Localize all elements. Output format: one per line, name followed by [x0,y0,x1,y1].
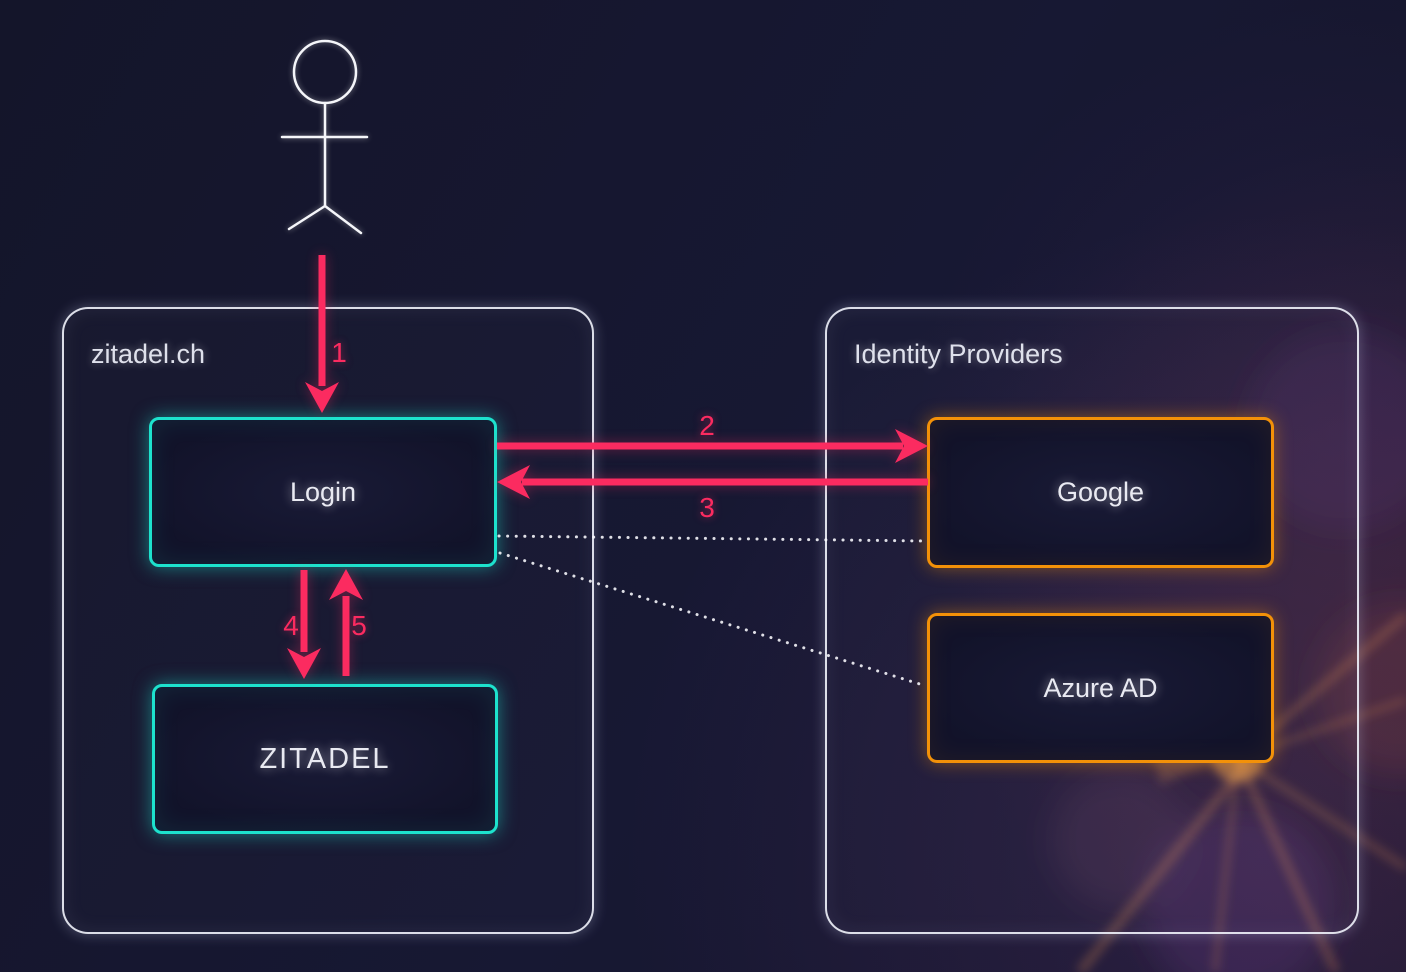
node-google-label: Google [1056,477,1145,507]
node-login-label: Login [289,476,357,507]
group-identity-providers-label: Identity Providers [854,339,1063,369]
step-5-label: 5 [351,610,367,641]
step-2-label: 2 [699,410,715,441]
node-zitadel-label: ZITADEL [259,742,391,775]
group-zitadel-ch-label: zitadel.ch [91,339,206,369]
user-actor-icon [280,39,369,235]
node-azure-ad: Azure AD [927,613,1274,763]
node-azure-ad-label: Azure AD [1043,672,1158,703]
node-google: Google [927,417,1274,568]
node-zitadel: ZITADEL [152,684,498,834]
step-4-label: 4 [283,610,299,641]
step-1-label: 1 [331,337,347,368]
group-zitadel-ch: zitadel.ch [62,307,594,934]
node-login: Login [149,417,497,567]
step-3-label: 3 [699,492,715,523]
